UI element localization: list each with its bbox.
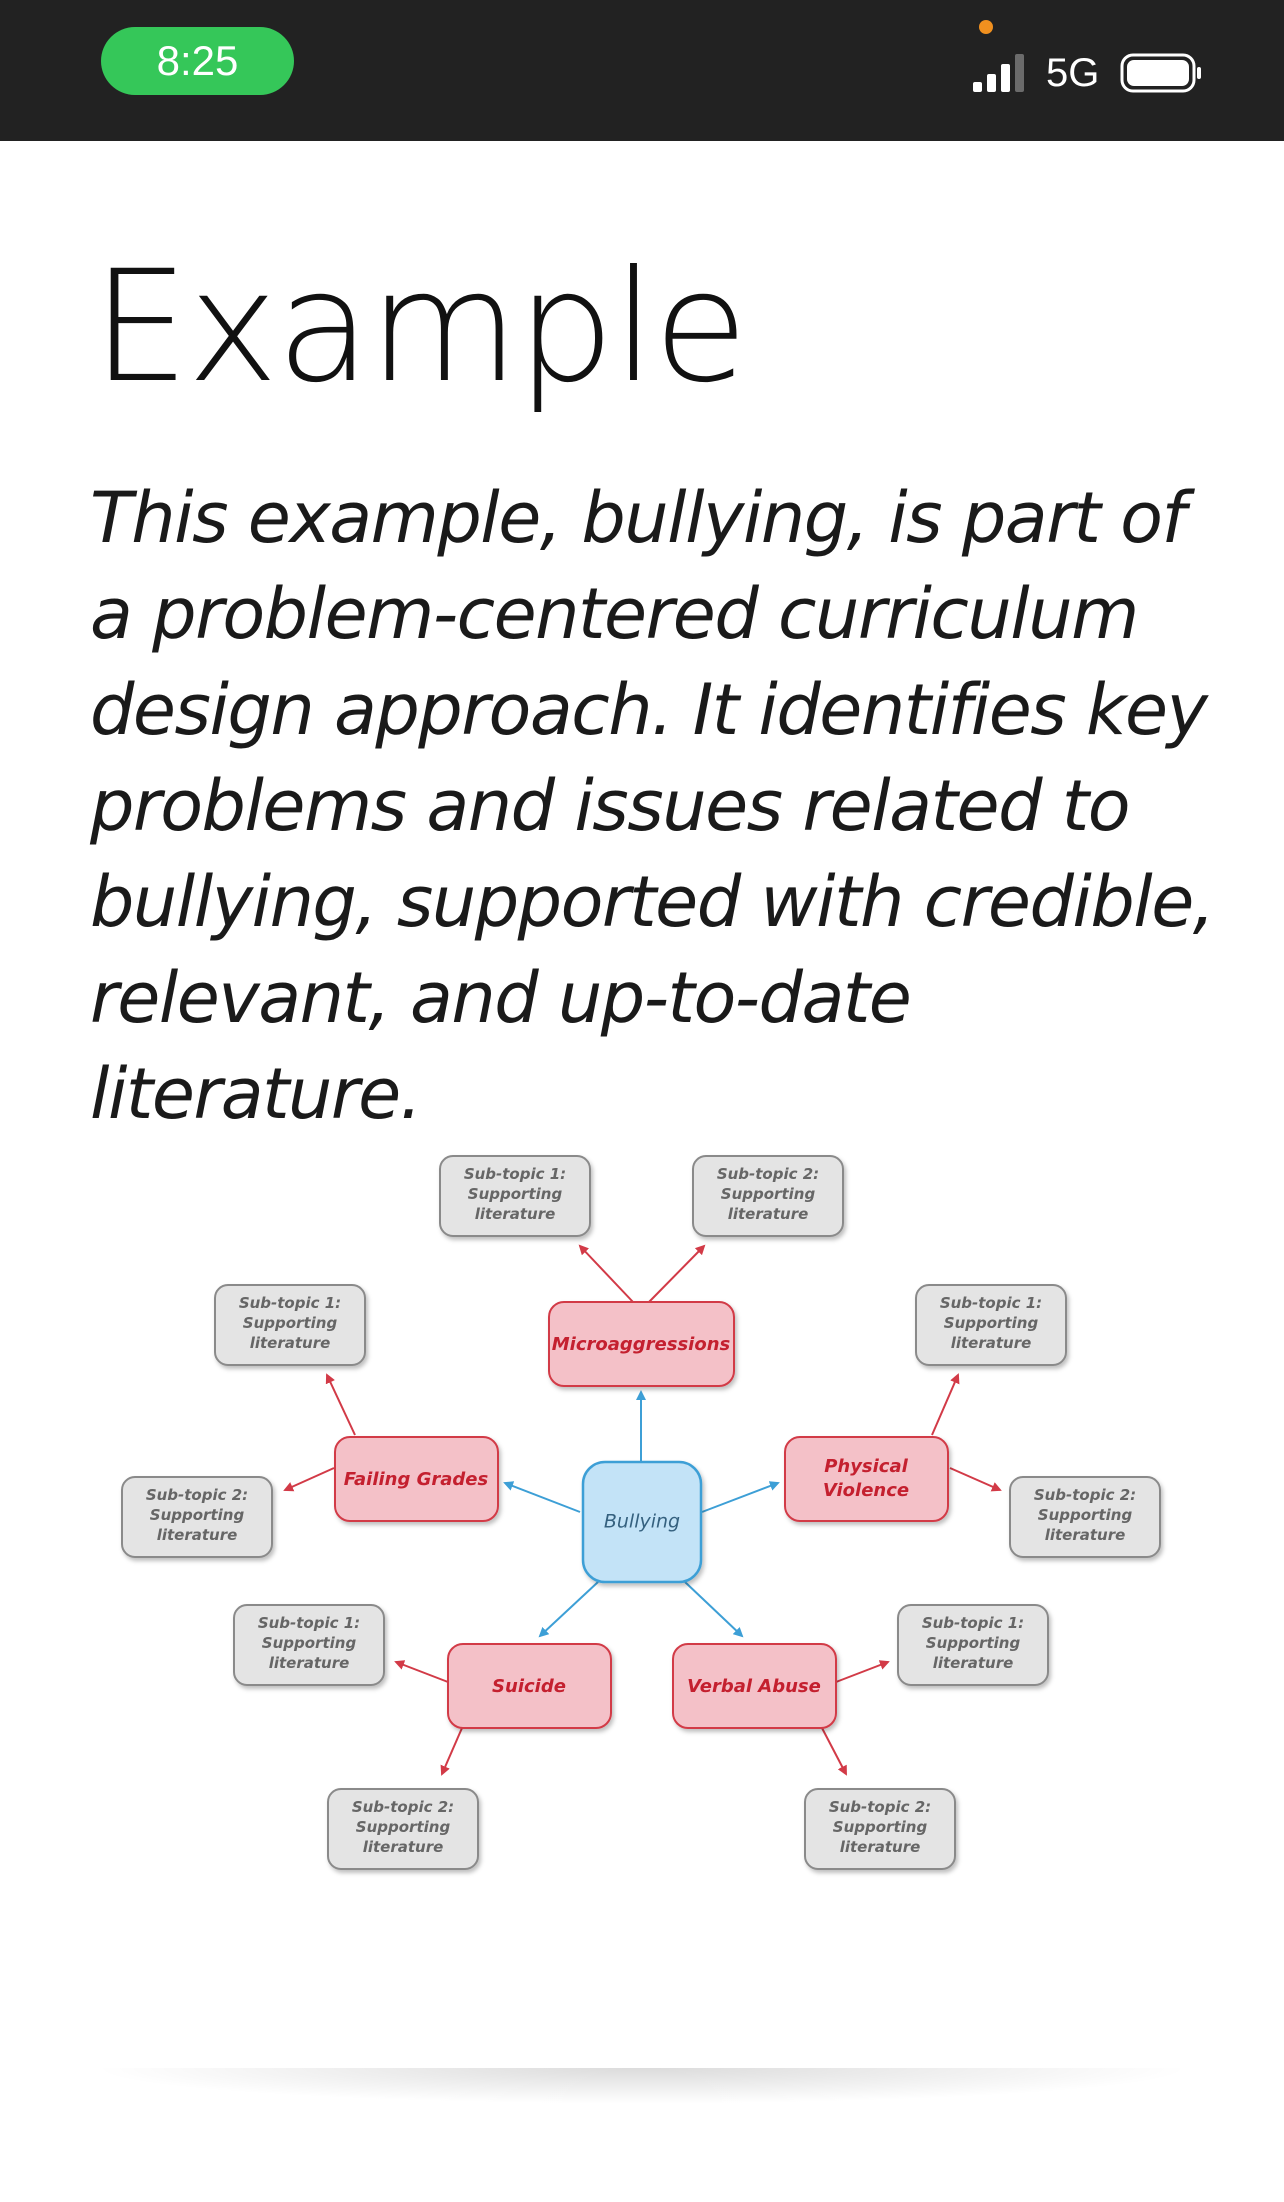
subtopic-line-3: literature [363, 1838, 444, 1856]
recording-indicator-icon [979, 20, 993, 34]
topic-physical-violence: Physical Violence [784, 1436, 949, 1522]
status-bar: 8:25 5G [0, 0, 1284, 141]
topic-label: Suicide [492, 1676, 566, 1697]
subtopic-line-2: Supporting [150, 1506, 245, 1524]
status-time[interactable]: 8:25 [101, 27, 294, 95]
subtopic-box: Sub-topic 1: Supporting literature [915, 1284, 1067, 1366]
subtopic-line-1: Sub-topic 2: [1034, 1486, 1136, 1504]
connector-suicide-sub1 [394, 1660, 449, 1683]
subtopic-line-3: literature [250, 1334, 331, 1352]
topic-label: Failing Grades [344, 1469, 489, 1490]
subtopic-line-1: Sub-topic 2: [717, 1165, 819, 1183]
subtopic-line-1: Sub-topic 1: [239, 1294, 341, 1312]
signal-bars-icon [973, 54, 1024, 92]
topic-label: Microaggressions [552, 1334, 731, 1355]
subtopic-line-2: Supporting [721, 1185, 816, 1203]
subtopic-line-1: Sub-topic 2: [146, 1486, 248, 1504]
subtopic-line-1: Sub-topic 1: [464, 1165, 566, 1183]
subtopic-line-3: literature [951, 1334, 1032, 1352]
subtopic-line-2: Supporting [944, 1314, 1039, 1332]
connector-micro-sub2 [648, 1244, 706, 1303]
subtopic-box: Sub-topic 2: Supporting literature [692, 1155, 844, 1237]
connector-suicide [538, 1581, 599, 1638]
connector-physical-sub2 [949, 1467, 1002, 1492]
topic-label: Verbal Abuse [687, 1676, 821, 1697]
center-label: Bullying [604, 1511, 680, 1533]
subtopic-line-3: literature [728, 1205, 809, 1223]
subtopic-line-3: literature [157, 1526, 238, 1544]
bullying-mind-map: Bullying Microaggressions Failing Grades… [121, 1155, 1161, 1870]
network-type: 5G [1046, 51, 1100, 95]
connector-physical-sub1 [931, 1373, 960, 1436]
subtopic-line-1: Sub-topic 1: [940, 1294, 1042, 1312]
connector-suicide-sub2 [440, 1727, 463, 1776]
topic-connectors [283, 1244, 1002, 1776]
subtopic-line-1: Sub-topic 1: [258, 1614, 360, 1632]
topic-label-line-1: Physical [824, 1456, 908, 1477]
subtopic-line-1: Sub-topic 2: [829, 1798, 931, 1816]
connector-physical-violence [701, 1481, 780, 1513]
subtopic-box: Sub-topic 2: Supporting literature [1009, 1476, 1161, 1558]
subtopic-line-2: Supporting [833, 1818, 928, 1836]
subtopic-line-3: literature [1045, 1526, 1126, 1544]
page-title: Example [92, 238, 748, 417]
subtopic-box: Sub-topic 1: Supporting literature [214, 1284, 366, 1366]
center-node: Bullying [581, 1460, 703, 1584]
connector-verbal-sub1 [835, 1660, 890, 1683]
subtopic-box: Sub-topic 1: Supporting literature [439, 1155, 591, 1237]
center-connectors [503, 1390, 780, 1638]
description-text: This example, bullying, is part of a pro… [90, 477, 1215, 1135]
topic-failing-grades: Failing Grades [334, 1436, 499, 1522]
subtopic-line-2: Supporting [1038, 1506, 1133, 1524]
subtopic-line-3: literature [475, 1205, 556, 1223]
topic-suicide: Suicide [447, 1643, 612, 1729]
subtopic-box: Sub-topic 2: Supporting literature [327, 1788, 479, 1870]
subtopic-box: Sub-topic 2: Supporting literature [804, 1788, 956, 1870]
subtopic-line-1: Sub-topic 1: [922, 1614, 1024, 1632]
subtopic-line-3: literature [269, 1654, 350, 1672]
subtopic-line-1: Sub-topic 2: [352, 1798, 454, 1816]
connector-failing-sub2 [283, 1467, 335, 1492]
connector-micro-sub1 [578, 1244, 634, 1303]
content-divider-shadow [90, 2068, 1194, 2104]
subtopic-line-2: Supporting [243, 1314, 338, 1332]
subtopic-box: Sub-topic 1: Supporting literature [233, 1604, 385, 1686]
subtopic-line-2: Supporting [356, 1818, 451, 1836]
topic-label-line-2: Violence [823, 1480, 909, 1501]
subtopic-line-2: Supporting [262, 1634, 357, 1652]
subtopic-line-2: Supporting [926, 1634, 1021, 1652]
connector-verbal-abuse [684, 1581, 744, 1638]
subtopic-line-3: literature [840, 1838, 921, 1856]
connector-verbal-sub2 [821, 1727, 847, 1776]
topic-verbal-abuse: Verbal Abuse [672, 1643, 837, 1729]
subtopic-box: Sub-topic 1: Supporting literature [897, 1604, 1049, 1686]
connector-failing-grades [503, 1481, 581, 1513]
subtopic-box: Sub-topic 2: Supporting literature [121, 1476, 273, 1558]
topic-microaggressions: Microaggressions [548, 1301, 735, 1387]
subtopic-line-2: Supporting [468, 1185, 563, 1203]
battery-icon [1120, 53, 1201, 93]
subtopic-line-3: literature [933, 1654, 1014, 1672]
connector-failing-sub1 [325, 1373, 356, 1436]
